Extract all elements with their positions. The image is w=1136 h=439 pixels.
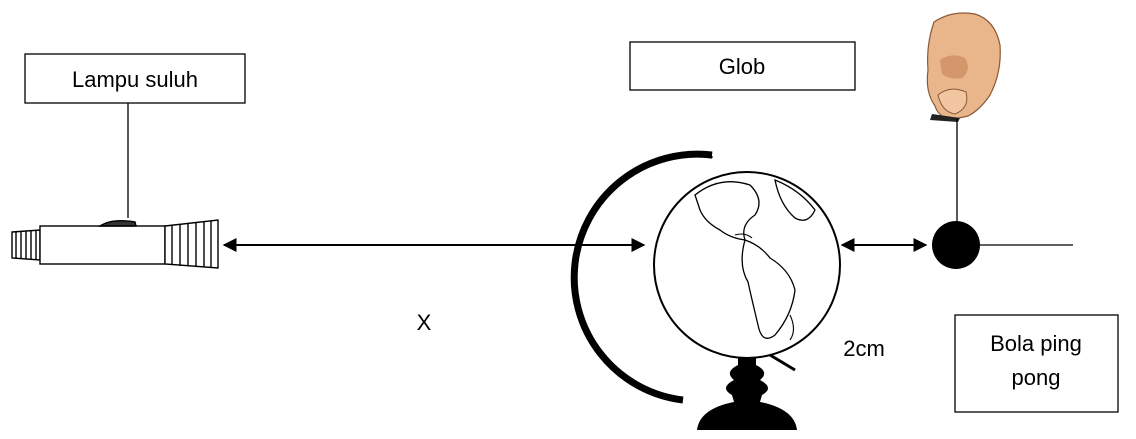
ball-label-line2: pong [1012,365,1061,390]
globe-icon [570,150,841,430]
distance-2cm-label: 2cm [843,336,885,361]
hand-icon [926,12,1001,122]
globe-label-box: Glob [629,41,856,91]
ping-pong-ball-icon [932,221,980,269]
ball-label-line1: Bola ping [990,331,1082,356]
torch-label-box: Lampu suluh [24,53,246,104]
torch-label: Lampu suluh [72,67,198,92]
distance-x-label: X [417,310,432,335]
globe-label: Glob [719,54,765,79]
torch-icon [11,219,219,269]
ball-label-box: Bola ping pong [954,314,1119,413]
